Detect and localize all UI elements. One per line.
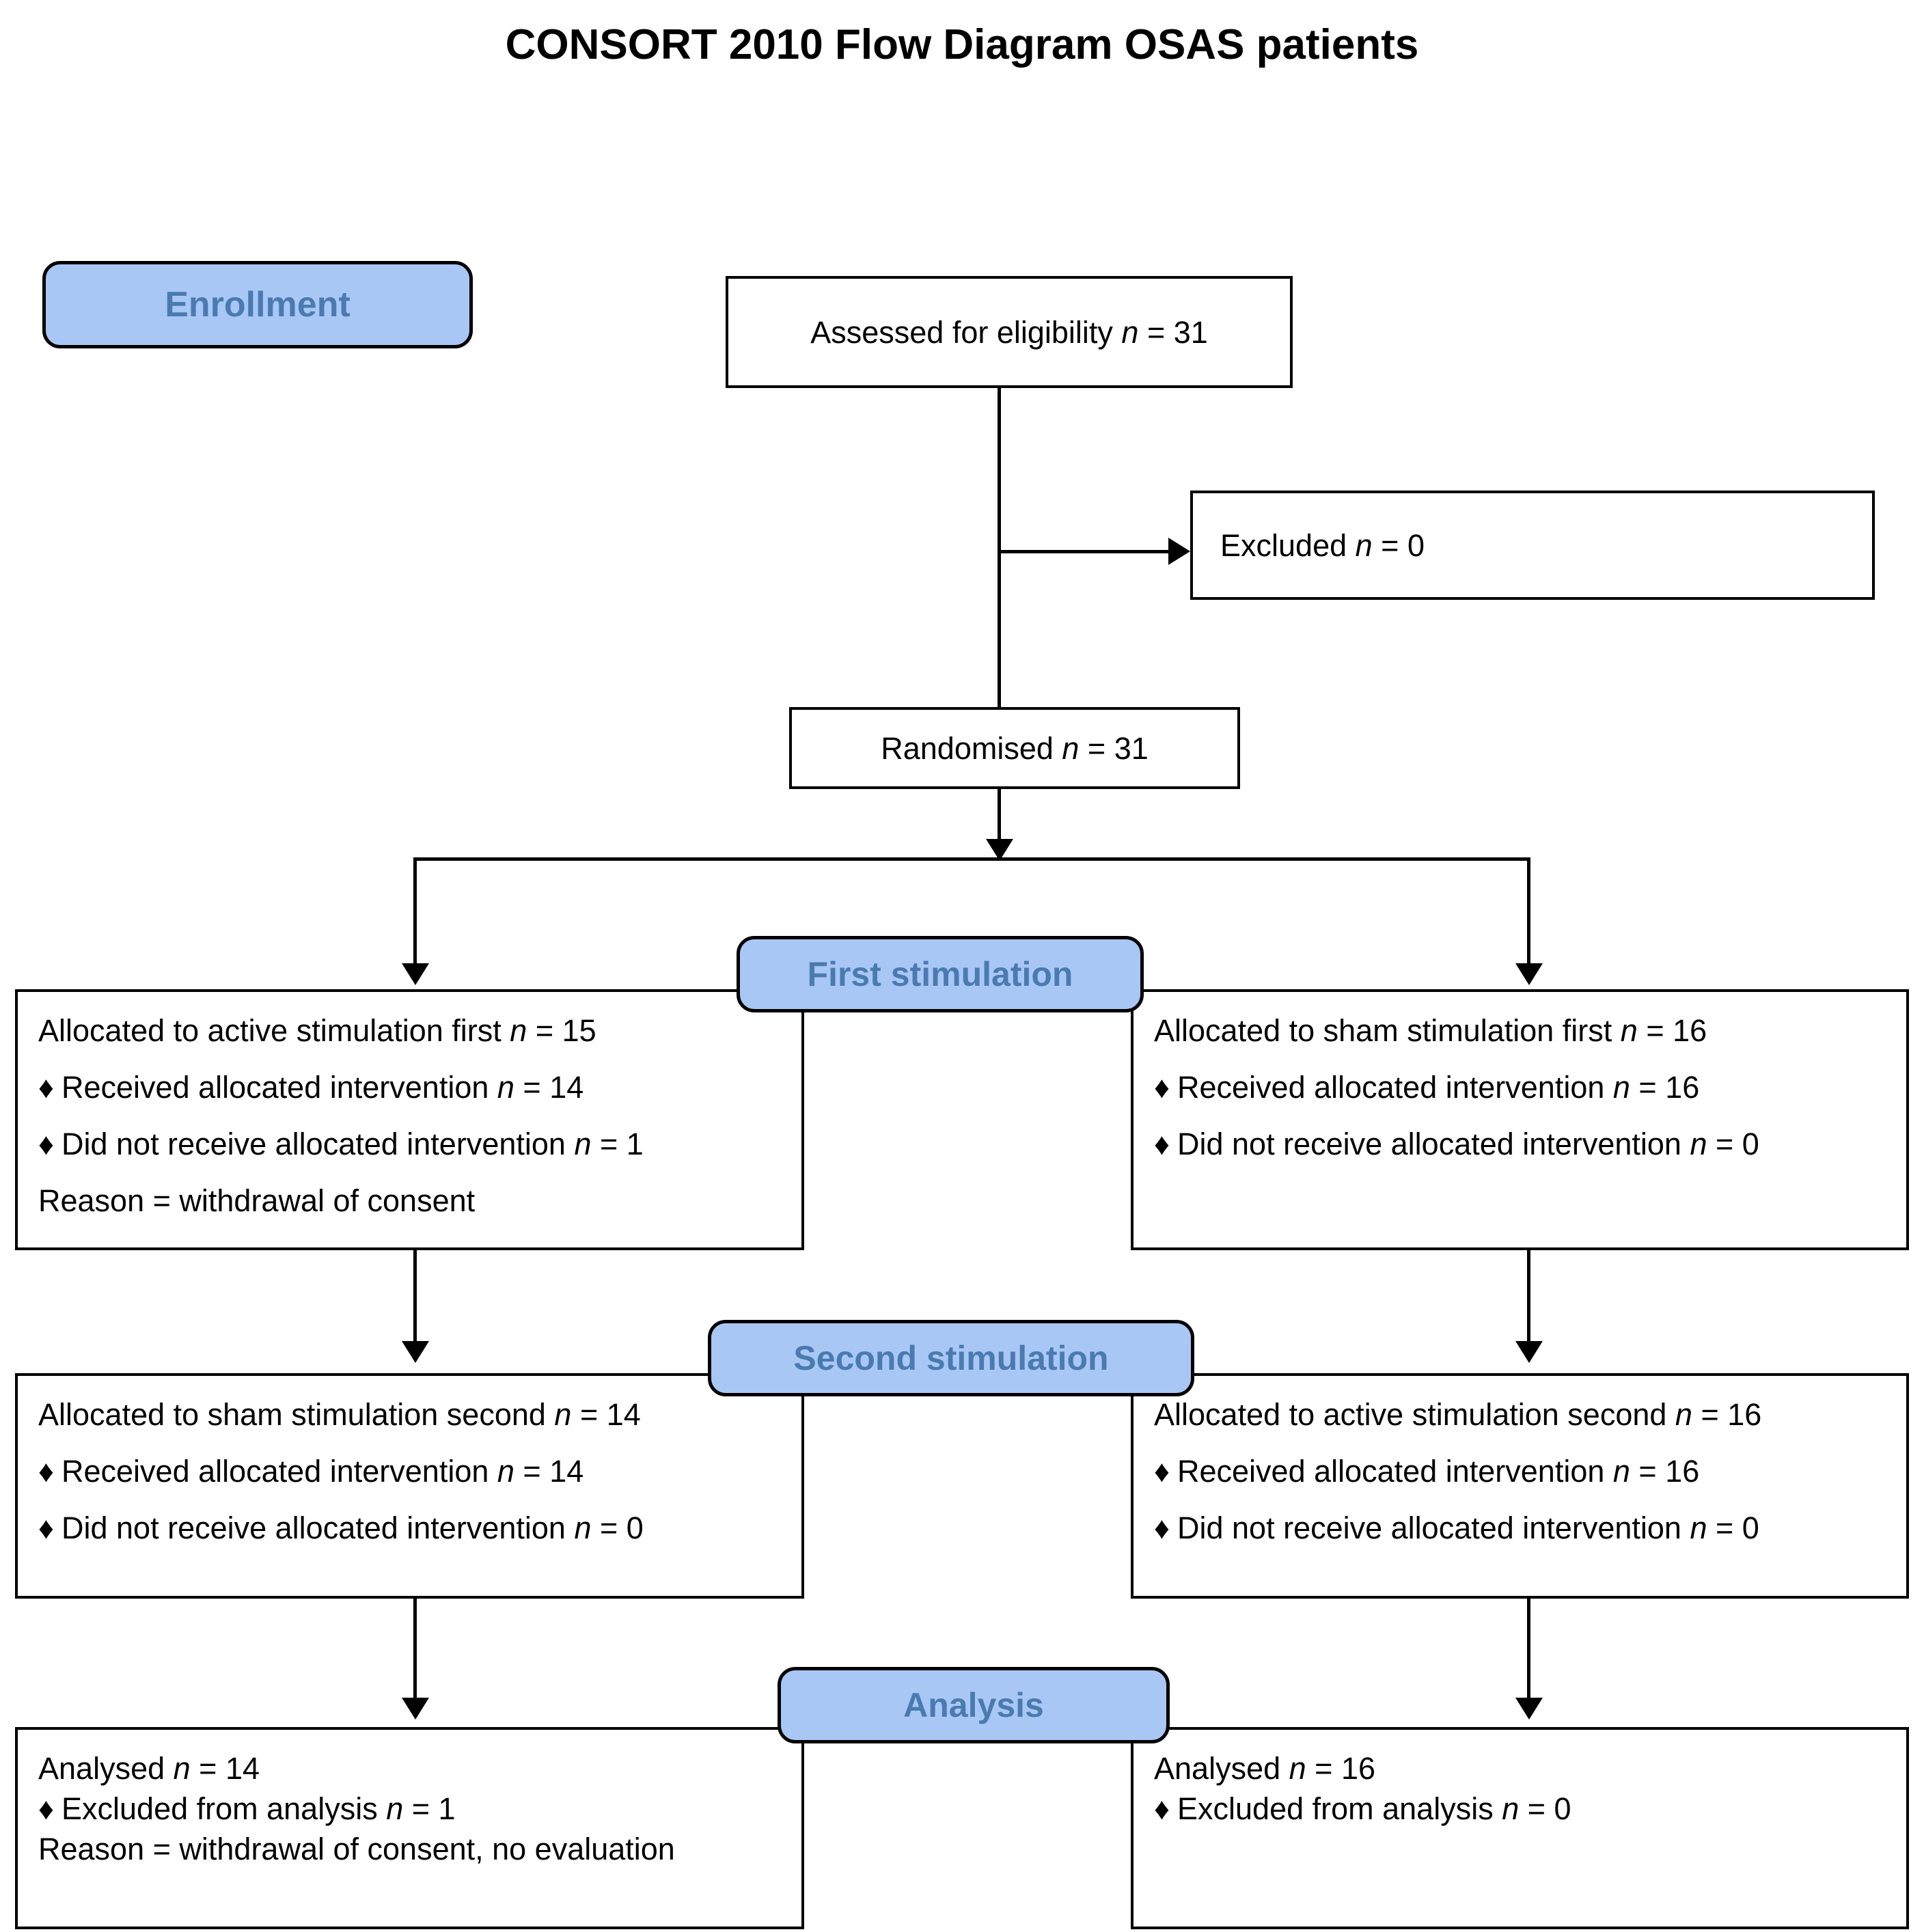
second-left-bullet-2: ♦Did not receive allocated intervention … (38, 1510, 644, 1545)
first-right-bullet-1: ♦Received allocated intervention n = 16 (1154, 1070, 1700, 1105)
stage-badge-second-stimulation: Second stimulation (708, 1320, 1194, 1396)
second-right-heading: Allocated to active stimulation second n… (1154, 1397, 1762, 1432)
node-second-stimulation-left: Allocated to sham stimulation second n =… (15, 1373, 804, 1599)
connector-assessed-to-excluded (998, 550, 1168, 553)
connector-second-to-analysis-right (1527, 1599, 1530, 1701)
analysis-left-bullet-1: ♦Excluded from analysis n = 1 (38, 1791, 456, 1826)
excluded-text: Excluded n = 0 (1220, 527, 1425, 563)
stage-badge-enrollment: Enrollment (42, 261, 473, 348)
diamond-bullet-icon: ♦ (38, 1127, 54, 1161)
node-first-stimulation-left: Allocated to active stimulation first n … (15, 989, 804, 1250)
node-analysis-right: Analysed n = 16 ♦Excluded from analysis … (1131, 1727, 1909, 1929)
arrowhead-to-excluded (1168, 538, 1190, 565)
stage-badge-analysis: Analysis (778, 1667, 1170, 1743)
first-left-bullet-2: ♦Did not receive allocated intervention … (38, 1127, 644, 1161)
arrowhead-second-to-analysis-right (1515, 1698, 1543, 1720)
page-title: CONSORT 2010 Flow Diagram OSAS patients (505, 21, 1419, 68)
node-first-stimulation-right: Allocated to sham stimulation first n = … (1131, 989, 1909, 1250)
connector-assessed-to-randomised (998, 387, 1001, 708)
analysis-right-bullet-1: ♦Excluded from analysis n = 0 (1154, 1791, 1571, 1826)
diamond-bullet-icon: ♦ (1154, 1454, 1170, 1489)
randomised-text: Randomised n = 31 (881, 730, 1149, 766)
second-right-bullet-2: ♦Did not receive allocated intervention … (1154, 1510, 1759, 1545)
diamond-bullet-icon: ♦ (38, 1791, 54, 1826)
first-left-heading: Allocated to active stimulation first n … (38, 1013, 596, 1048)
stage-label-enrollment: Enrollment (165, 285, 351, 325)
arrowhead-first-to-second-right (1515, 1341, 1543, 1363)
assessed-text: Assessed for eligibility n = 31 (810, 314, 1208, 350)
first-left-bullet-1: ♦Received allocated intervention n = 14 (38, 1070, 584, 1105)
node-second-stimulation-right: Allocated to active stimulation second n… (1131, 1373, 1909, 1599)
analysis-left-reason: Reason = withdrawal of consent, no evalu… (38, 1832, 675, 1866)
second-left-heading: Allocated to sham stimulation second n =… (38, 1397, 641, 1432)
connector-split-left (413, 857, 417, 967)
diamond-bullet-icon: ♦ (1154, 1791, 1170, 1826)
stage-label-second-stimulation: Second stimulation (793, 1339, 1109, 1377)
diamond-bullet-icon: ♦ (38, 1510, 54, 1545)
diamond-bullet-icon: ♦ (38, 1070, 54, 1105)
arrowhead-split-left (402, 963, 429, 985)
first-right-heading: Allocated to sham stimulation first n = … (1154, 1013, 1707, 1048)
connector-first-to-second-right (1527, 1249, 1530, 1344)
first-left-reason: Reason = withdrawal of consent (38, 1183, 476, 1218)
connector-randomised-down (998, 787, 1001, 842)
analysis-left-heading: Analysed n = 14 (38, 1751, 260, 1786)
diamond-bullet-icon: ♦ (38, 1454, 54, 1489)
stage-badge-first-stimulation: First stimulation (737, 936, 1144, 1012)
diamond-bullet-icon: ♦ (1154, 1070, 1170, 1105)
first-right-bullet-2: ♦Did not receive allocated intervention … (1154, 1127, 1759, 1161)
node-randomised: Randomised n = 31 (789, 707, 1240, 789)
node-assessed-for-eligibility: Assessed for eligibility n = 31 (726, 276, 1293, 388)
connector-second-to-analysis-left (413, 1599, 417, 1701)
node-excluded: Excluded n = 0 (1190, 491, 1875, 600)
diamond-bullet-icon: ♦ (1154, 1510, 1170, 1545)
second-right-bullet-1: ♦Received allocated intervention n = 16 (1154, 1454, 1700, 1489)
arrowhead-split-right (1515, 963, 1543, 985)
connector-split-right (1527, 857, 1530, 967)
stage-label-analysis: Analysis (903, 1686, 1044, 1724)
diamond-bullet-icon: ♦ (1154, 1127, 1170, 1161)
arrowhead-randomised-split (986, 839, 1013, 861)
second-left-bullet-1: ♦Received allocated intervention n = 14 (38, 1454, 584, 1489)
stage-label-first-stimulation: First stimulation (807, 955, 1073, 993)
node-analysis-left: Analysed n = 14 ♦Excluded from analysis … (15, 1727, 804, 1929)
connector-split-bar (413, 857, 1530, 861)
connector-first-to-second-left (413, 1249, 417, 1344)
arrowhead-first-to-second-left (402, 1341, 429, 1363)
arrowhead-second-to-analysis-left (402, 1698, 429, 1720)
analysis-right-heading: Analysed n = 16 (1154, 1751, 1375, 1786)
